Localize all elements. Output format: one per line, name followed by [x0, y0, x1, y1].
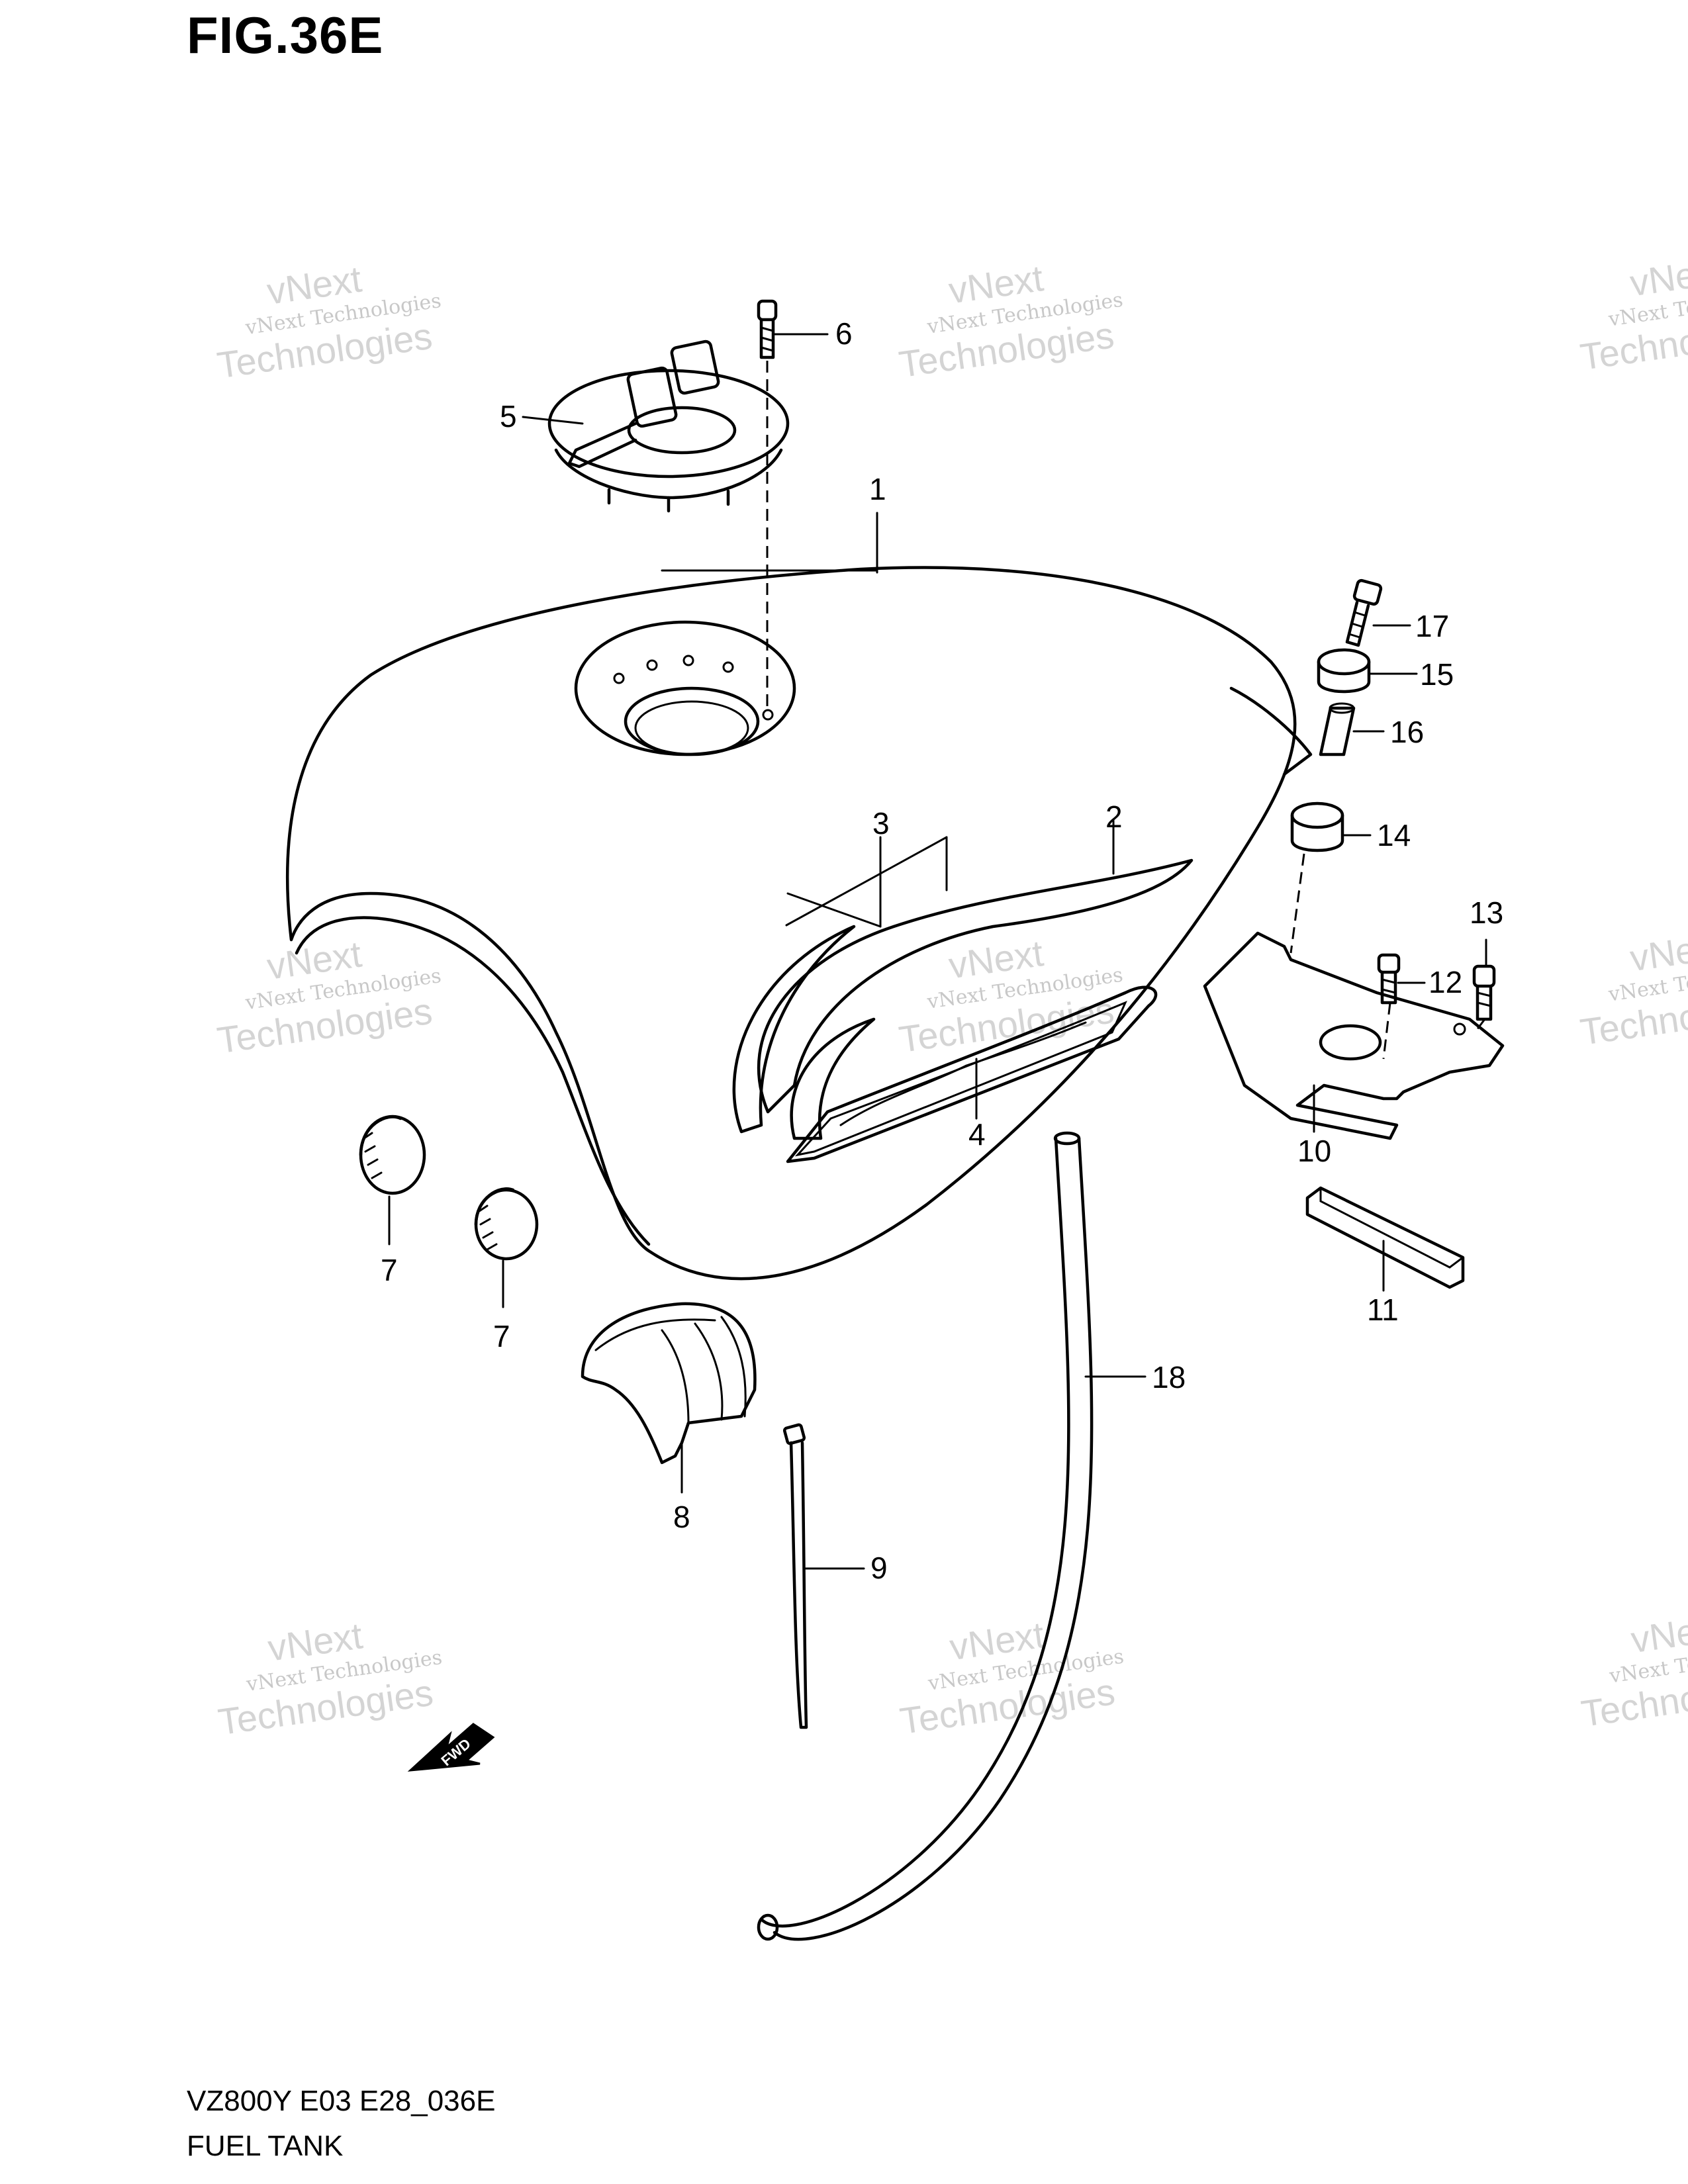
callout-8: 8 — [673, 1500, 690, 1534]
callout-15: 15 — [1420, 657, 1454, 692]
svg-text:vNext: vNext — [1628, 1606, 1688, 1661]
watermark-bottom-left: vNext vNext Technologies Technologies — [216, 1614, 444, 1743]
watermark-bottom-center: vNext vNext Technologies Technologies — [897, 1614, 1125, 1742]
watermark-mid-left: vNext vNext Technologies Technologies — [214, 933, 442, 1062]
leader-lines — [388, 333, 1487, 1570]
watermark-top-right: vNext vNext Technologies Technologies — [1577, 250, 1688, 378]
part-fuel-tank — [285, 566, 1313, 1281]
part-washer-15 — [1317, 648, 1371, 694]
figure-title: FIG.36E — [187, 6, 384, 64]
callout-4: 4 — [968, 1117, 986, 1152]
part-hose — [757, 1131, 1094, 1941]
callout-14: 14 — [1377, 818, 1411, 852]
part-stripe-decals — [732, 858, 1194, 1140]
callout-18: 18 — [1152, 1360, 1186, 1394]
part-rubber-cushion — [581, 1302, 757, 1465]
watermark-top-center: vNext vNext Technologies Technologies — [896, 257, 1124, 385]
part-cushion-14 — [1290, 801, 1344, 852]
callout-12: 12 — [1429, 965, 1462, 999]
watermark-top-left: vNext vNext Technologies Technologies — [214, 258, 442, 387]
part-fuel-cap — [547, 340, 790, 513]
part-cushion-upper — [359, 1115, 426, 1195]
callout-3: 3 — [872, 806, 890, 841]
callout-13: 13 — [1470, 895, 1503, 930]
callout-1: 1 — [869, 472, 886, 506]
part-bolt-12 — [1377, 953, 1401, 1005]
callout-numbers: 1 2 3 4 5 6 7 7 8 9 10 11 12 13 14 15 16… — [381, 316, 1503, 1585]
callout-7b: 7 — [493, 1319, 510, 1353]
watermarks: vNext vNext Technologies Technologies vN… — [214, 250, 1688, 1743]
callout-11: 11 — [1367, 1293, 1399, 1327]
part-bolt-13 — [1472, 964, 1496, 1021]
callout-9: 9 — [870, 1551, 888, 1585]
part-cap-screw — [757, 299, 778, 359]
part-seal-strip — [1305, 1186, 1465, 1289]
part-bracket — [1203, 931, 1505, 1140]
callout-5: 5 — [500, 399, 517, 433]
callout-16: 16 — [1390, 715, 1424, 749]
part-cushion-lower — [474, 1187, 539, 1261]
figure-subtitle: FUEL TANK — [187, 2130, 344, 2162]
svg-text:vNext: vNext — [1628, 925, 1688, 979]
part-collar-16 — [1319, 702, 1356, 756]
part-bolt-17 — [1345, 578, 1383, 647]
part-tie-band — [782, 1423, 808, 1729]
callout-10: 10 — [1297, 1134, 1331, 1168]
svg-text:vNext: vNext — [1628, 250, 1688, 304]
model-code: VZ800Y E03 E28_036E — [187, 2085, 496, 2117]
watermark-mid-right: vNext vNext Technologies Technologies — [1577, 925, 1688, 1053]
fwd-arrow-icon: FWD — [407, 1723, 495, 1772]
callout-17: 17 — [1415, 609, 1449, 643]
watermark-bottom-right: vNext vNext Technologies Technologies — [1579, 1606, 1688, 1735]
callout-7a: 7 — [381, 1253, 398, 1287]
callout-2: 2 — [1105, 799, 1123, 834]
part-emblem — [786, 985, 1158, 1163]
callout-6: 6 — [835, 316, 853, 351]
